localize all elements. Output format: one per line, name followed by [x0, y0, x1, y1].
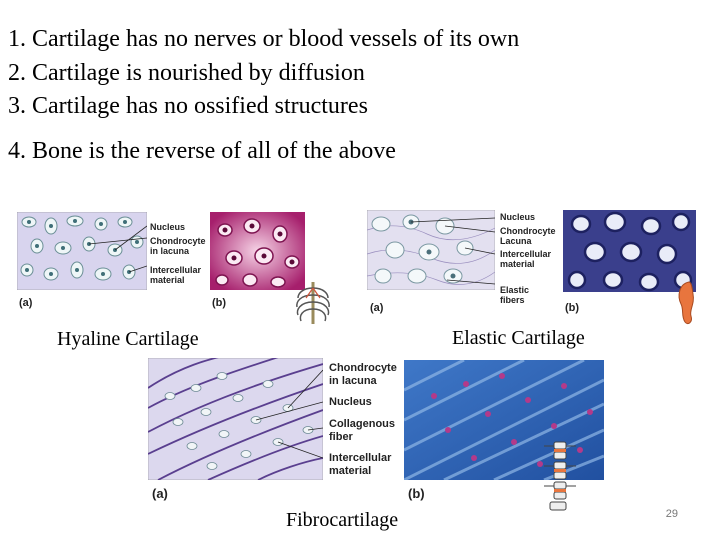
elastic-panel-a: (a) [370, 302, 384, 314]
fibro-micrograph-image [404, 360, 604, 480]
elastic-label-lacuna: Lacuna [500, 236, 532, 246]
fibro-label-in-lacuna: in lacuna [329, 375, 377, 387]
elastic-label-elastic: Elastic [500, 285, 530, 295]
hyaline-figure: Nucleus Chondrocyte in lacuna Intercellu… [17, 212, 342, 332]
fibro-panel-b: (b) [408, 486, 425, 501]
bullet-3: 3. Cartilage has no ossified structures [8, 93, 368, 119]
elastic-drawing-image [367, 210, 495, 290]
bullet-2: 2. Cartilage is nourished by diffusion [8, 60, 365, 86]
hyaline-label-in-lacuna: in lacuna [150, 246, 190, 256]
elastic-label-nucleus: Nucleus [500, 212, 536, 222]
hyaline-panel-a: (a) [19, 297, 33, 309]
fibro-drawing-image [148, 358, 323, 480]
elastic-figure: Nucleus Chondrocyte Lacuna Intercellular… [367, 210, 707, 325]
hyaline-drawing-image [17, 212, 147, 290]
hyaline-caption: Hyaline Cartilage [57, 328, 199, 350]
bullet-1: 1. Cartilage has no nerves or blood vess… [8, 26, 520, 52]
hyaline-label-chondrocyte: Chondrocyte [150, 236, 206, 246]
fibro-label-intercellular: Intercellular [329, 452, 392, 464]
ear-icon [678, 281, 694, 325]
hyaline-label-material: material [150, 275, 185, 285]
elastic-caption: Elastic Cartilage [452, 327, 585, 349]
hyaline-label-intercellular: Intercellular [150, 265, 202, 275]
fibro-figure: Chondrocyte in lacuna Nucleus Collagenou… [148, 358, 604, 518]
ribcage-icon [296, 282, 330, 324]
fibro-label-nucleus: Nucleus [329, 396, 372, 408]
bullet-4: 4. Bone is the reverse of all of the abo… [8, 138, 396, 164]
fibro-caption: Fibrocartilage [286, 509, 399, 531]
elastic-panel-b: (b) [565, 302, 580, 314]
hyaline-panel-b: (b) [212, 297, 227, 309]
hyaline-label-nucleus: Nucleus [150, 222, 186, 232]
fibro-label-material: material [329, 465, 372, 477]
hyaline-micrograph-image [210, 212, 305, 290]
spine-icon [544, 441, 576, 511]
elastic-micrograph-image [563, 210, 696, 292]
elastic-label-chondrocyte: Chondrocyte [500, 226, 556, 236]
elastic-label-material: material [500, 259, 535, 269]
fibro-label-fiber: fiber [329, 431, 353, 443]
page-number: 29 [665, 508, 678, 520]
elastic-label-fibers: fibers [500, 295, 525, 305]
fibro-label-chondrocyte: Chondrocyte [329, 362, 397, 374]
fibro-label-collagenous: Collagenous [329, 418, 396, 430]
fibro-panel-a: (a) [152, 486, 168, 501]
elastic-label-intercellular: Intercellular [500, 249, 552, 259]
